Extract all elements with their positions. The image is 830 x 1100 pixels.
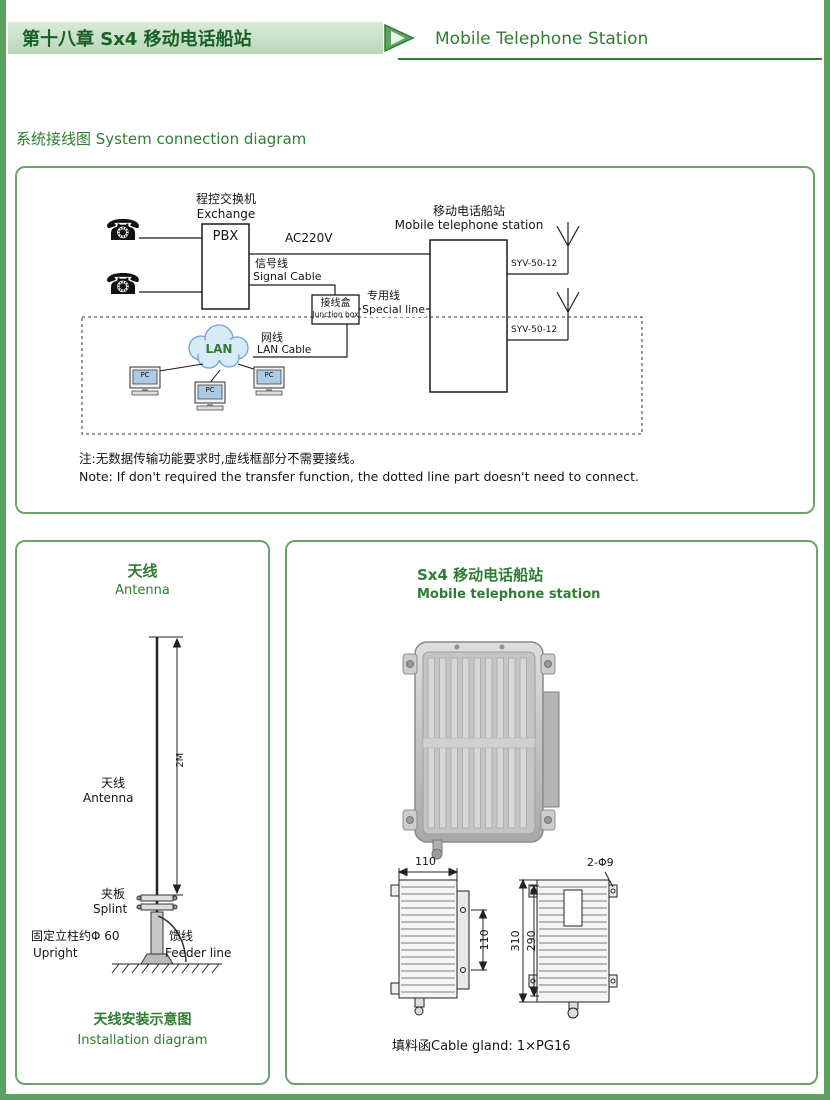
signal-label-zh: 信号线 bbox=[255, 257, 288, 270]
exchange-label-en: Exchange bbox=[196, 207, 256, 221]
junction-box bbox=[311, 294, 360, 325]
antenna-drawing bbox=[111, 636, 222, 974]
inner-height-dim-label: 290 bbox=[525, 930, 539, 952]
header-underline bbox=[398, 58, 822, 60]
pc-icon bbox=[129, 366, 161, 396]
chapter-banner: 第十八章 Sx4 移动电话船站 bbox=[8, 22, 383, 54]
holes-dim-label: 2-Φ9 bbox=[587, 856, 614, 869]
feeder-label-en: Feeder line bbox=[165, 946, 232, 960]
splint-label-en: Splint bbox=[93, 902, 128, 916]
junction-label-zh: 接线盒 bbox=[320, 298, 351, 309]
signal-line bbox=[249, 284, 336, 295]
height-dimension bbox=[159, 637, 183, 896]
pc-icon bbox=[194, 381, 226, 411]
outer-height-dim-label: 310 bbox=[509, 930, 523, 952]
lan-label: LAN bbox=[205, 342, 233, 356]
station-panel-title-en: Mobile telephone station bbox=[417, 587, 601, 602]
lan-cloud-icon bbox=[188, 324, 249, 369]
station-label-en: Mobile telephone station bbox=[394, 218, 544, 232]
installation-caption-en: Installation diagram bbox=[77, 1033, 208, 1048]
antenna-label-en: Antenna bbox=[83, 791, 134, 805]
lan-cable-line bbox=[253, 324, 348, 358]
chapter-title: 第十八章 Sx4 移动电话船站 bbox=[22, 29, 252, 50]
syv-cable-label: SYV-50-12 bbox=[511, 259, 558, 269]
upright-label-en: Upright bbox=[33, 946, 78, 960]
installation-caption-zh: 天线安装示意图 bbox=[93, 1012, 192, 1028]
lan-cable-label-zh: 网线 bbox=[261, 331, 283, 344]
station-panel-title-zh: Sx4 移动电话船站 bbox=[417, 566, 544, 584]
telephone-icon: ☎ bbox=[105, 267, 142, 301]
lan-cable-label-en: LAN Cable bbox=[257, 344, 312, 356]
special-label-en: Special line bbox=[361, 303, 426, 317]
pc-label: PC bbox=[264, 371, 274, 379]
station-label-zh: 移动电话船站 bbox=[432, 204, 505, 218]
connection-diagram-panel: ☎ ☎ 程控交换机 Exchange PBX AC220V 信号线 Signal… bbox=[15, 166, 815, 514]
page-border-left bbox=[0, 0, 6, 1100]
connection-diagram bbox=[81, 222, 643, 435]
splint-label-zh: 夹板 bbox=[101, 887, 126, 901]
page-border-right bbox=[824, 0, 830, 1100]
ground-hatch bbox=[111, 963, 222, 974]
depth-dim-label: 110 bbox=[478, 929, 492, 951]
power-label: AC220V bbox=[285, 231, 333, 245]
page-border-bottom bbox=[0, 1094, 830, 1100]
upright-label-zh: 固定立柱约Φ 60 bbox=[31, 929, 120, 943]
pc-label: PC bbox=[205, 386, 215, 394]
pc-icon bbox=[253, 366, 285, 396]
pbx-box bbox=[201, 223, 250, 310]
section-title: 系统接线图 System connection diagram bbox=[16, 130, 307, 148]
pbx-label: PBX bbox=[212, 229, 239, 244]
drawing-front-view bbox=[518, 871, 618, 1019]
antenna-panel-title-zh: 天线 bbox=[127, 562, 158, 580]
station-panel: Sx4 移动电话船站 Mobile telephone station 110 … bbox=[285, 540, 818, 1085]
feeder-cable bbox=[157, 915, 187, 963]
station-drawings bbox=[390, 641, 618, 1019]
splint-clamp bbox=[136, 894, 178, 911]
cable-gland-note: 填料函Cable gland: 1×PG16 bbox=[392, 1039, 571, 1054]
exchange-label-zh: 程控交换机 bbox=[195, 192, 256, 206]
note-zh: 注:无数据传输功能要求时,虚线框部分不需要接线。 bbox=[79, 451, 363, 466]
antenna-feeders bbox=[507, 222, 580, 341]
telephone-icon: ☎ bbox=[105, 213, 142, 247]
antenna-panel-title-en: Antenna bbox=[115, 583, 170, 598]
station-box bbox=[429, 239, 508, 393]
antenna-label-zh: 天线 bbox=[101, 776, 126, 790]
drawing-side-view bbox=[390, 867, 488, 1016]
chevron-arrow-icon bbox=[384, 23, 415, 53]
antenna-panel: 天线 Antenna 2M 天线 Antenna 夹板 Splint 固定立柱约… bbox=[15, 540, 270, 1085]
signal-label-en: Signal Cable bbox=[253, 270, 322, 283]
optional-region-dashed-box bbox=[81, 316, 643, 435]
syv-cable-label: SYV-50-12 bbox=[511, 325, 558, 335]
junction-label-en: Junction box bbox=[312, 310, 359, 319]
feeder-label-zh: 馈线 bbox=[169, 929, 194, 943]
width-dim-label: 110 bbox=[415, 855, 436, 868]
phone-lines bbox=[139, 237, 202, 293]
mast-height-dim-label: 2M bbox=[174, 752, 186, 768]
pc-label: PC bbox=[140, 371, 150, 379]
station-device-photo bbox=[402, 641, 560, 860]
special-label-zh: 专用线 bbox=[367, 289, 400, 302]
header-title-en: Mobile Telephone Station bbox=[435, 29, 649, 49]
note-en: Note: If don't required the transfer fun… bbox=[79, 469, 639, 484]
